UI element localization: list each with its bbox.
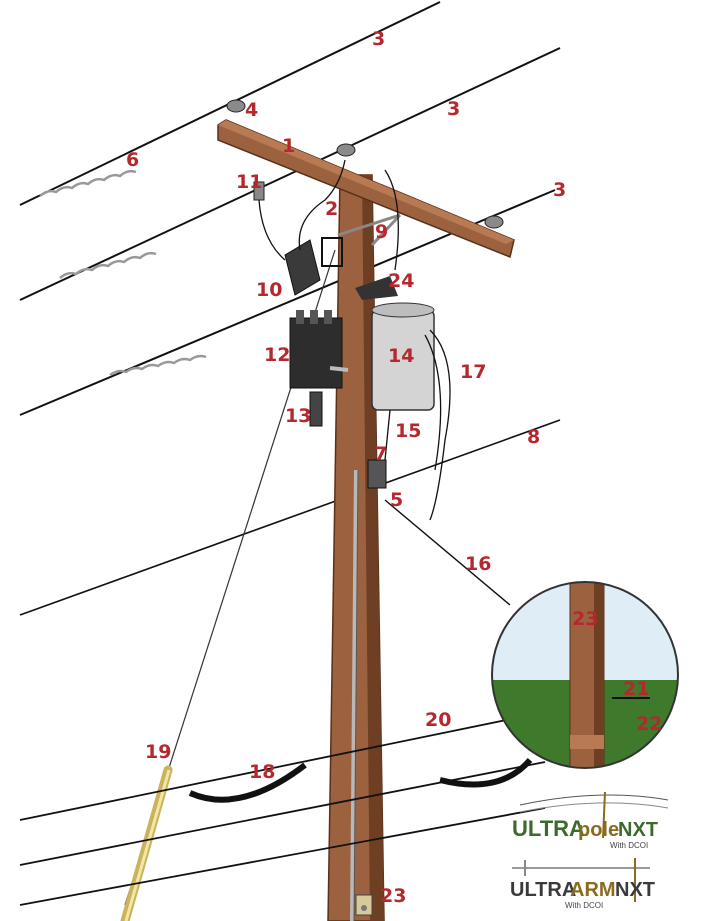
callout-4: 4 <box>245 99 258 121</box>
logo-pole-arc-2 <box>519 802 669 813</box>
callout-11: 11 <box>236 171 262 193</box>
logo-arm-sub: With DCOI <box>565 901 603 910</box>
callout-12: 12 <box>264 344 290 366</box>
logo-pole-word1: ULTRA <box>512 816 585 841</box>
transformer-hanger <box>355 276 398 300</box>
ground-wire <box>350 469 358 921</box>
pin-insulator-left <box>226 99 246 113</box>
callout-10: 10 <box>256 279 282 301</box>
inset-pole-shade <box>594 582 604 768</box>
callout-6: 6 <box>126 149 139 171</box>
logo-pole-word3: NXT <box>618 819 658 841</box>
neutral-wire <box>19 419 561 616</box>
logo-pole-arc <box>519 794 669 806</box>
pin-insulator-right <box>484 215 504 229</box>
comm-line-2 <box>19 761 546 866</box>
logo-arm-word2: ARM <box>570 879 616 901</box>
crossarm-brace <box>337 213 401 237</box>
callout-19: 19 <box>145 741 171 763</box>
callout-3a: 3 <box>372 28 385 50</box>
callout-9: 9 <box>375 221 388 243</box>
callout-8: 8 <box>527 426 540 448</box>
callout-3c: 3 <box>553 179 566 201</box>
callout-1: 1 <box>282 135 295 157</box>
capacitor-bank <box>289 317 343 389</box>
transformer <box>355 276 451 521</box>
cutout-mount <box>284 239 321 296</box>
logo-pole-mast <box>602 791 606 839</box>
callout-7: 7 <box>374 443 387 465</box>
callout-18: 18 <box>249 761 275 783</box>
callout-numbers: 1 2 3 3 3 4 5 6 7 8 9 10 11 12 13 14 15 … <box>126 28 662 907</box>
inset-pole-band <box>570 735 604 749</box>
logo-ultrapole: ULTRA pole NXT With DCOI <box>512 791 669 850</box>
arrester-lead <box>258 199 286 261</box>
logo-arm-word3: NXT <box>615 879 655 901</box>
conductors <box>19 1 561 616</box>
communication-lines <box>19 711 546 906</box>
insulators <box>226 99 504 261</box>
crossarm-top <box>218 120 514 244</box>
callout-23a: 23 <box>572 608 598 630</box>
neutral-clamp <box>367 459 387 489</box>
callout-15: 15 <box>395 420 421 442</box>
callout-5: 5 <box>390 489 403 511</box>
conductor-middle <box>19 47 561 301</box>
cutout-bracket <box>321 237 343 267</box>
callout-13: 13 <box>285 405 311 427</box>
armor-rods-top <box>39 169 137 197</box>
callout-14: 14 <box>388 345 414 367</box>
callout-16: 16 <box>465 553 491 575</box>
lower-arrester <box>309 391 323 427</box>
slack-loop-right <box>439 757 533 788</box>
secondary-leads <box>429 329 451 521</box>
transformer-drop <box>384 409 391 461</box>
callout-21: 21 <box>623 678 649 700</box>
callout-17: 17 <box>460 361 486 383</box>
crossarm-brace-2 <box>370 213 402 247</box>
callout-22: 22 <box>636 713 662 735</box>
pole-tag-nail <box>361 905 367 911</box>
logo-pole-word2: pole <box>578 819 619 841</box>
capacitor-bushing-3 <box>324 310 332 324</box>
pin-insulator-center <box>336 143 356 157</box>
primary-lead <box>384 169 399 271</box>
logo-arm-word1: ULTRA <box>510 879 576 901</box>
cutout-lead <box>298 159 346 251</box>
secondary-leads-2 <box>424 334 442 471</box>
capacitor-bushing-1 <box>296 310 304 324</box>
logo-ultraarm: ULTRA ARM NXT With DCOI <box>510 858 655 910</box>
capacitor-bushing-2 <box>310 310 318 324</box>
span-guy <box>384 499 511 606</box>
equipment-bracket <box>329 366 349 372</box>
slack-loop-left <box>188 762 307 803</box>
callout-3b: 3 <box>447 98 460 120</box>
equipment-box <box>289 310 349 427</box>
logo-pole-sub: With DCOI <box>610 841 648 850</box>
comm-line-3 <box>19 807 546 906</box>
cutout-assembly <box>284 159 399 296</box>
callout-2: 2 <box>325 198 338 220</box>
crossarm <box>217 119 515 259</box>
ground-wire-edge <box>353 469 359 921</box>
inset-border <box>491 581 679 769</box>
pole-shade <box>362 175 384 921</box>
callout-24: 24 <box>388 270 414 292</box>
armor-rods-middle <box>59 251 157 279</box>
comm-line-1 <box>19 711 546 821</box>
callout-20: 20 <box>425 709 451 731</box>
guy-guard-highlight <box>124 769 171 921</box>
callout-23b: 23 <box>380 885 406 907</box>
transformer-lid <box>371 302 435 318</box>
armor-rods-lower <box>109 354 207 377</box>
